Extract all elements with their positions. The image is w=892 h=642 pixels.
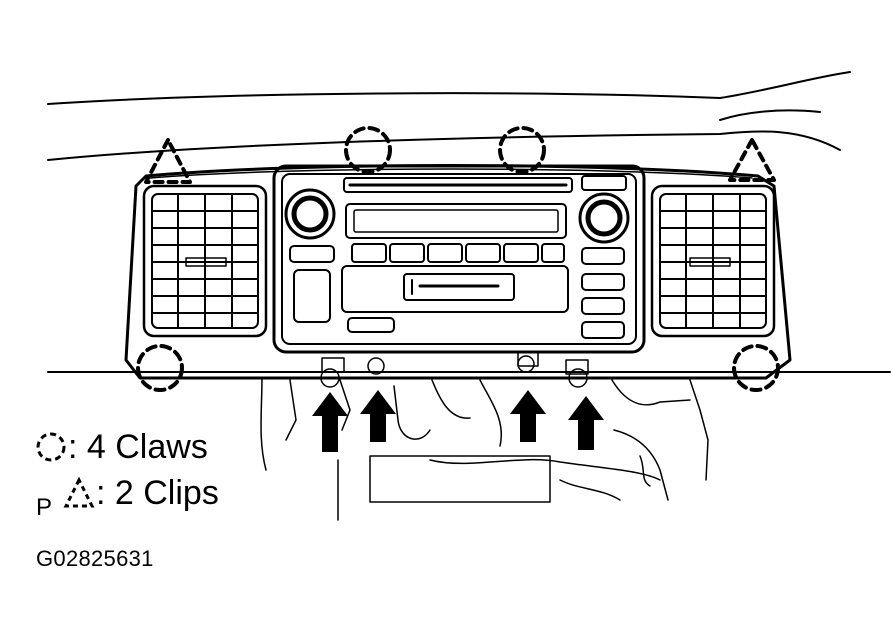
figure-code: G02825631 [36, 546, 154, 571]
up-arrow-icon [312, 392, 348, 452]
right-air-vent [650, 184, 776, 338]
claw-top-right [498, 126, 546, 174]
lower-dash-internals [260, 351, 709, 521]
legend-clips: : 2 Clips [62, 476, 219, 510]
up-arrow-icon [360, 390, 396, 442]
up-arrow-icon [568, 396, 604, 450]
cluster-finish-panel [124, 164, 792, 380]
dashed-triangle-icon [62, 476, 96, 510]
clip-right [728, 138, 776, 182]
left-air-vent [142, 184, 268, 338]
claw-bottom-left [136, 344, 184, 392]
right-knob-icon [578, 192, 630, 244]
claw-top-left [344, 126, 392, 174]
legend-claws: : 4 Claws [34, 430, 208, 464]
legend-clips-label: : 2 Clips [96, 474, 219, 512]
corner-letter: P [36, 494, 53, 521]
clip-callouts [144, 138, 776, 184]
up-arrow-icon [510, 390, 546, 442]
clip-left [144, 138, 192, 184]
audio-unit [272, 164, 646, 354]
push-direction-arrows [312, 390, 604, 452]
dashed-circle-icon [34, 430, 68, 464]
claw-callouts [136, 126, 780, 392]
legend-claws-label: : 4 Claws [68, 428, 208, 466]
dashboard-top-surface [47, 71, 891, 373]
claw-bottom-right [732, 344, 780, 392]
left-knob-icon [284, 188, 336, 240]
